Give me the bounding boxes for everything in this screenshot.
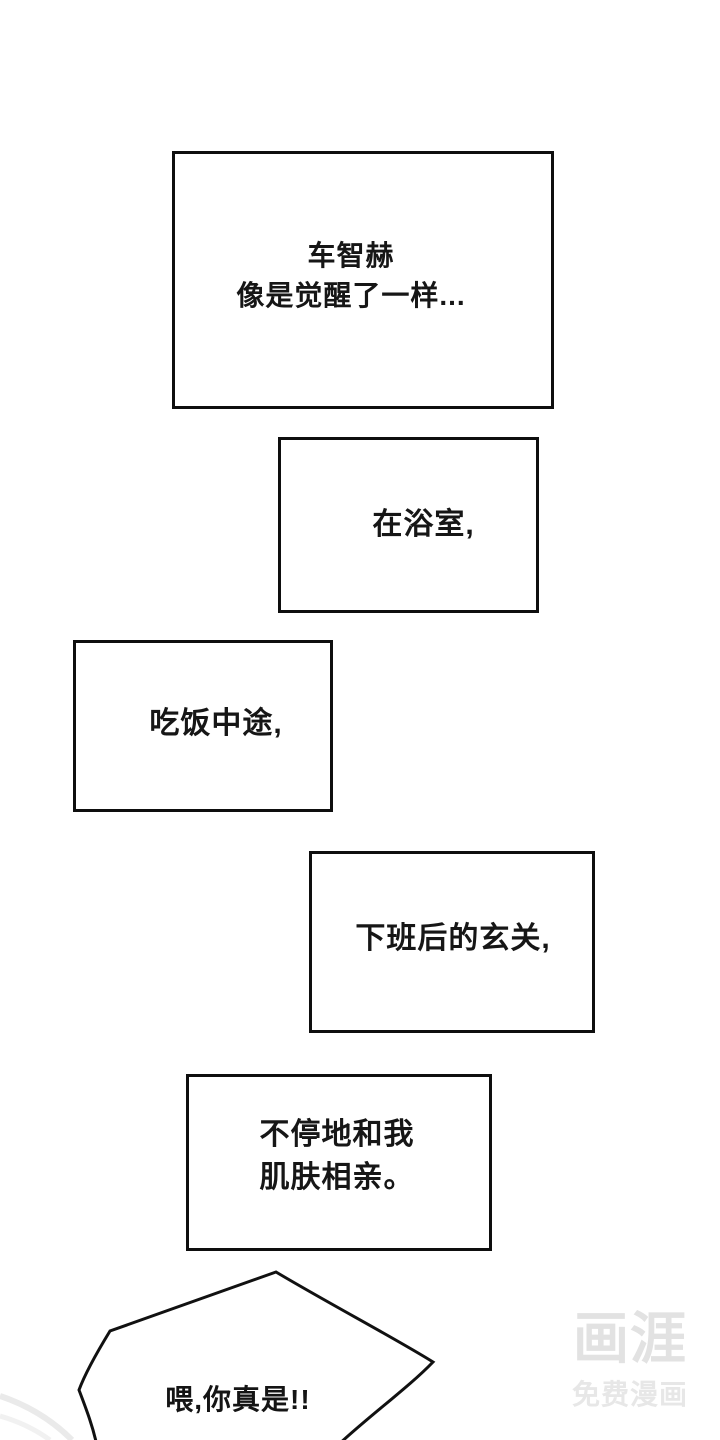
speech-bubble-text: 喂,你真是!! [165, 1384, 311, 1415]
narration-text: 车智赫 像是觉醒了一样... [236, 236, 465, 316]
narration-line: 吃饭中途, [149, 706, 283, 740]
faint-art-line [0, 1413, 52, 1440]
narration-line: 肌肤相亲。 [259, 1160, 415, 1194]
narration-text: 不停地和我 肌肤相亲。 [260, 1114, 415, 1199]
watermark-tagline: 免费漫画 [571, 1378, 688, 1410]
narration-line: 下班后的玄关, [355, 921, 551, 955]
narration-line: 在浴室, [372, 507, 475, 541]
narration-box-4: 下班后的玄关, [309, 851, 595, 1033]
narration-box-3: 吃饭中途, [73, 640, 333, 812]
narration-box-5: 不停地和我 肌肤相亲。 [186, 1074, 492, 1251]
narration-text: 吃饭中途, [149, 703, 282, 746]
narration-text: 下班后的玄关, [355, 918, 550, 961]
faint-art-line [0, 1393, 75, 1440]
narration-line: 车智赫 [307, 240, 395, 272]
watermark-logo: 画涯 [573, 1307, 687, 1370]
watermark: 画涯 免费漫画 [560, 1307, 700, 1413]
narration-text: 在浴室, [372, 504, 474, 547]
narration-box-1: 车智赫 像是觉醒了一样... [172, 151, 554, 409]
narration-box-2: 在浴室, [278, 437, 539, 613]
narration-line: 像是觉醒了一样... [236, 280, 466, 311]
narration-line: 不停地和我 [259, 1117, 415, 1151]
